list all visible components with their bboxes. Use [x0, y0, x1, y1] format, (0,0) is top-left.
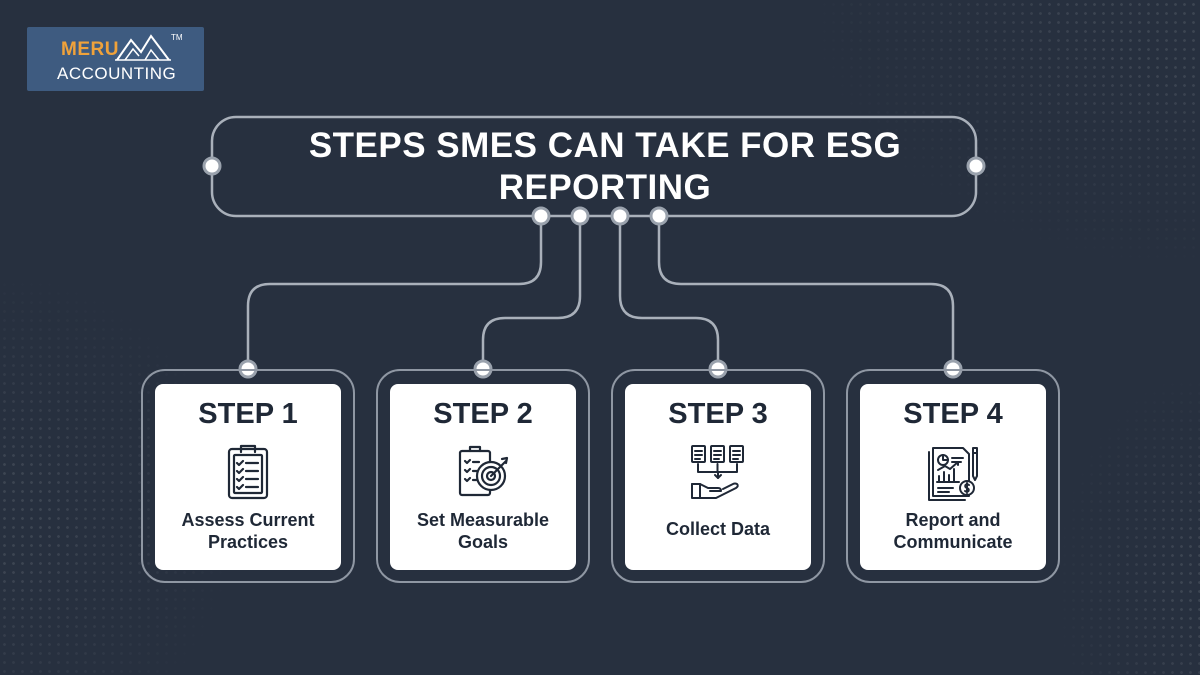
step-4-frame: [846, 369, 1060, 583]
financial-report-icon: [928, 447, 978, 501]
step-1-number: STEP 1: [198, 398, 298, 430]
step-1-label: Assess Current Practices: [181, 510, 315, 552]
step-3-card: STEP 3 Collect Data: [625, 384, 811, 570]
connector-step-1: [246, 216, 543, 369]
brand-name-top: MERU: [61, 39, 119, 60]
step-2-number: STEP 2: [433, 398, 533, 430]
step-1-card: STEP 1 Assess Current Practices: [155, 384, 341, 570]
connector-step-3: [618, 216, 720, 369]
documents-to-hand-icon: [691, 445, 744, 499]
step-4-card: STEP 4 Report and Communicate: [860, 384, 1046, 570]
step-1-frame: [141, 369, 355, 583]
node-top-4: [649, 206, 669, 226]
step-3-frame: [611, 369, 825, 583]
node-title-right: [966, 156, 986, 176]
brand-logo: MERU TM ACCOUNTING: [27, 27, 204, 91]
step-2-frame: [376, 369, 590, 583]
connector-step-4: [657, 216, 955, 369]
step-2-card: STEP 2 Set Measurable Goals: [390, 384, 576, 570]
step-3-label: Collect Data: [665, 519, 771, 539]
step-4-number: STEP 4: [903, 398, 1003, 430]
target-goal-icon: [458, 445, 509, 497]
diagram-title: STEPS SMES CAN TAKE FOR ESG REPORTING: [308, 126, 902, 207]
node-top-1: [531, 206, 551, 226]
clipboard-checklist-icon: [227, 444, 269, 500]
step-4-label: Report and Communicate: [893, 510, 1013, 552]
brand-name-bottom: ACCOUNTING: [57, 64, 177, 83]
node-top-3: [610, 206, 630, 226]
trademark-mark: TM: [171, 33, 183, 42]
step-2-label: Set Measurable Goals: [416, 510, 550, 552]
mountain-logo-icon: [115, 34, 171, 61]
step-3-number: STEP 3: [668, 398, 768, 430]
connector-step-2: [481, 216, 582, 369]
node-top-2: [570, 206, 590, 226]
node-title-left: [202, 156, 222, 176]
dot-pattern-bottom-right: [1060, 380, 1200, 675]
